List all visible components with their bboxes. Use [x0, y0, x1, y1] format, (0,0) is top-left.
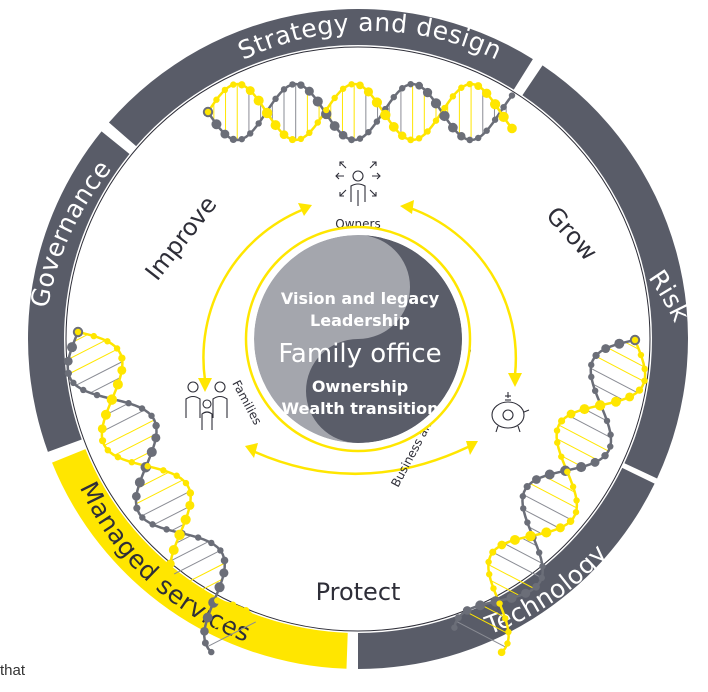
dna-strand-left	[63, 326, 263, 656]
arrow-head-owners-right	[400, 200, 414, 214]
arrow-head-owners-left	[298, 203, 312, 216]
inner-arrows	[198, 200, 522, 475]
core-dark-half	[306, 235, 462, 443]
arrow-head-families-up	[198, 378, 212, 392]
person-arrows-icon	[335, 161, 381, 206]
arrow-owners-business	[409, 206, 518, 376]
segment-strategy-and-design[interactable]	[108, 9, 533, 147]
arrow-head-families-bottom	[245, 443, 258, 458]
core-ownership: Ownership	[312, 377, 408, 396]
segment-managed-services[interactable]	[52, 449, 348, 669]
outer-ring	[27, 9, 688, 669]
core-vision-and-legacy: Vision and legacy	[281, 289, 440, 308]
label-protect: Protect	[316, 578, 401, 606]
core-circle: Vision and legacy Leadership Family offi…	[244, 225, 472, 453]
segment-risk[interactable]	[522, 65, 688, 479]
core-family-office: Family office	[278, 339, 441, 369]
dna-strand-right	[451, 334, 648, 657]
core-leadership: Leadership	[310, 311, 410, 330]
arrow-head-business-bottom	[466, 441, 478, 455]
arrow-families-business	[254, 445, 469, 475]
dna-strands	[63, 80, 648, 657]
arrow-head-business-down	[508, 373, 522, 387]
core-wealth-transition: Wealth transition	[281, 399, 438, 418]
segment-governance[interactable]	[27, 131, 130, 452]
dna-strand-top	[202, 80, 517, 144]
family-icon	[185, 381, 228, 430]
stray-text: that	[0, 662, 26, 679]
segment-technology[interactable]	[358, 467, 655, 669]
arrow-owners-families	[202, 208, 303, 381]
piggy-bank-icon	[491, 392, 530, 433]
